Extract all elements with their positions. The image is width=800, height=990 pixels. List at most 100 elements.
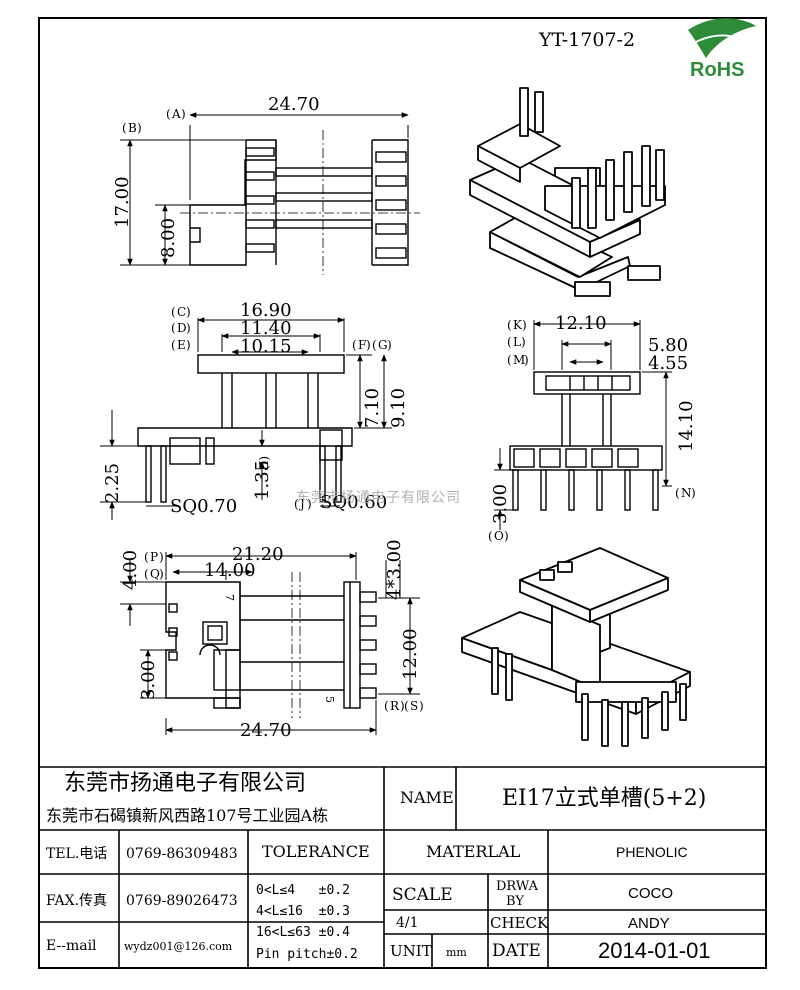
bottom-view-centerlines — [291, 572, 301, 718]
dim-p-value: 21.20 — [232, 544, 284, 565]
svg-text:(: ( — [372, 338, 377, 352]
date-label: DATE — [492, 941, 541, 961]
ref-b-label: B — [128, 121, 137, 135]
ref-o-label: O — [494, 529, 504, 543]
bottom-view-dimensions — [120, 552, 420, 735]
tolerance-row-4: Pin pitch±0.2 — [256, 947, 358, 962]
svg-text:): ) — [186, 305, 191, 319]
svg-text:(: ( — [675, 486, 680, 500]
fax-label: FAX.传真 — [46, 893, 107, 909]
svg-text:(: ( — [404, 699, 409, 713]
dim-c-value: 8.00 — [158, 218, 179, 258]
scale-label: SCALE — [392, 885, 453, 905]
top-view-dimensions — [120, 112, 409, 266]
dim-s3-value: 3.00 — [138, 660, 159, 700]
iso-view-bottom — [461, 547, 691, 747]
tolerance-row-3: 16<L≤63 ±0.4 — [256, 925, 350, 940]
dim-k-value: 12.10 — [555, 313, 607, 334]
svg-text:): ) — [504, 529, 509, 543]
check-value: ANDY — [628, 915, 670, 932]
dim-c-value: 16.90 — [240, 300, 292, 321]
drawn-value: COCO — [628, 885, 673, 902]
ref-d: (D) — [171, 321, 191, 335]
name-value: EI17立式单槽(5+2) — [502, 786, 706, 811]
date-value: 2014-01-01 — [598, 938, 711, 963]
svg-text:(: ( — [507, 335, 512, 349]
dim-a-value: 24.70 — [268, 94, 320, 115]
drawn-label-2: BY — [506, 894, 524, 909]
ref-f-label: F — [358, 338, 366, 352]
top-view-centerlines — [180, 130, 420, 275]
tel-label: TEL.电话 — [46, 846, 107, 862]
ref-l-label: L — [513, 335, 521, 349]
svg-text:(: ( — [507, 318, 512, 332]
drawing-number: YT-1707-2 — [538, 29, 635, 51]
ref-e: (E) — [171, 338, 191, 352]
top-view — [189, 139, 409, 266]
email-label: E--mail — [46, 938, 97, 954]
rohs-text: RoHS — [690, 59, 744, 81]
svg-text:(: ( — [352, 338, 357, 352]
svg-text:(: ( — [166, 107, 171, 121]
svg-text:): ) — [691, 486, 696, 500]
rohs-logo: RoHS — [688, 18, 756, 81]
front-view-dimensions — [100, 317, 392, 520]
svg-text:): ) — [186, 338, 191, 352]
ref-a-label: A — [171, 107, 181, 121]
dim-o-value: 3.00 — [490, 484, 511, 524]
dim-n-value: 14.10 — [676, 400, 697, 452]
ref-f: (F) — [352, 338, 371, 352]
email-value: wydz001@126.com — [124, 940, 233, 953]
dim-h-value: 2.25 — [102, 463, 123, 503]
svg-text:): ) — [181, 107, 186, 121]
svg-text:): ) — [521, 335, 526, 349]
iso-view-top — [469, 87, 666, 297]
dim-r-value: 12.00 — [400, 628, 421, 680]
fax-value: 0769-89026473 — [126, 893, 238, 909]
bottom-view — [165, 581, 377, 709]
dim-b-value: 17.00 — [112, 176, 133, 228]
tolerance-label: TOLERANCE — [262, 842, 370, 861]
svg-text:(: ( — [171, 305, 176, 319]
front-view — [137, 354, 353, 503]
tolerance-row-2: 4<L≤16 ±0.3 — [256, 904, 350, 919]
svg-text:(: ( — [384, 699, 389, 713]
svg-text:(: ( — [294, 497, 299, 511]
dim-sq1-value: SQ0.70 — [170, 496, 237, 517]
svg-text:(: ( — [144, 550, 149, 564]
svg-text:): ) — [522, 318, 527, 332]
dim-f-value: 7.10 — [362, 388, 383, 428]
ref-q-label: Q — [150, 567, 160, 581]
svg-text:(: ( — [507, 353, 512, 367]
ref-o: (O) — [488, 529, 509, 543]
ref-e-label: E — [177, 338, 186, 352]
svg-text:(: ( — [171, 321, 176, 335]
ref-g-label: G — [378, 338, 388, 352]
svg-text:): ) — [159, 550, 164, 564]
material-label: MATERLAL — [426, 842, 521, 861]
ref-b: (B) — [122, 121, 142, 135]
dim-bot-value: 24.70 — [240, 720, 292, 741]
ref-p: (P) — [144, 550, 164, 564]
tolerance-row-1: 0<L≤4 ±0.2 — [256, 883, 350, 898]
watermark: 东莞市扬通电子有限公司 — [296, 489, 461, 506]
scale-value: 4/1 — [396, 915, 419, 931]
dim-m-value: 4.55 — [648, 353, 688, 374]
svg-text:(: ( — [144, 567, 149, 581]
ref-n: (N) — [675, 486, 696, 500]
company-address: 东莞市石碣镇新风西路107号工业园A栋 — [46, 806, 328, 825]
ref-r: (R) — [384, 699, 405, 713]
ref-j: (J) — [294, 497, 312, 511]
svg-text:(: ( — [122, 121, 127, 135]
svg-text:): ) — [419, 699, 424, 713]
dim-l-value: 5.80 — [648, 335, 688, 356]
side-view — [509, 371, 663, 511]
tel-value: 0769-86309483 — [126, 846, 238, 862]
ref-q: (Q) — [144, 567, 164, 581]
ref-m: (M) — [507, 353, 529, 367]
svg-text:(: ( — [488, 529, 493, 543]
ref-i: (I) — [257, 456, 271, 470]
svg-text:): ) — [307, 497, 312, 511]
ref-c: (C) — [171, 305, 191, 319]
